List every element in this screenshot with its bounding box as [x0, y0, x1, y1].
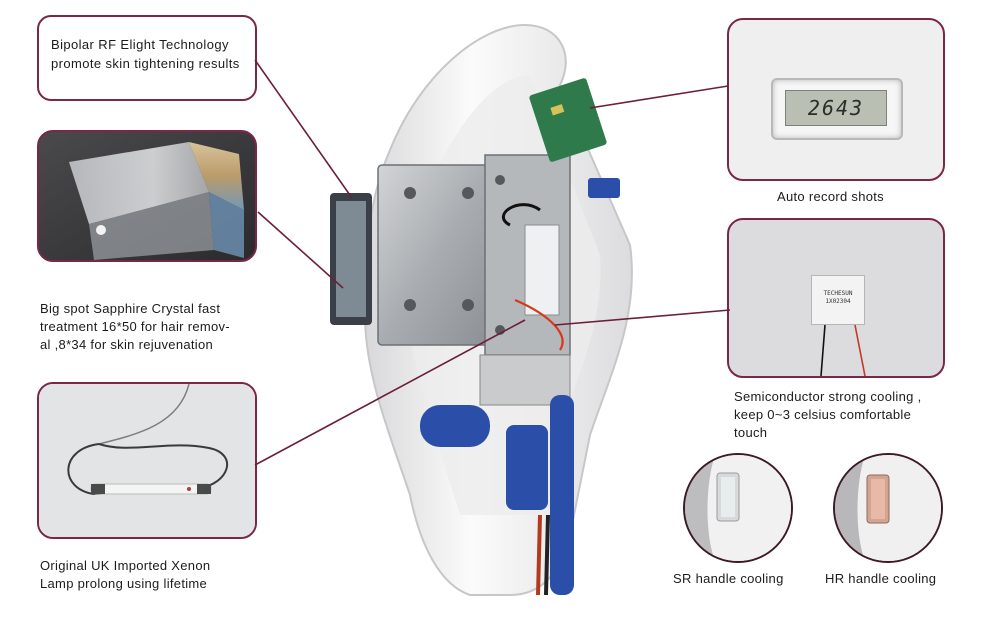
rf-callout-line1: Bipolar RF Elight Technology	[51, 37, 229, 52]
sapphire-caption-line2: treatment 16*50 for hair remov-	[40, 319, 230, 334]
handpiece-interior-photo	[310, 15, 650, 605]
xenon-caption-line2: Lamp prolong using lifetime	[40, 576, 208, 591]
shot-counter-photo: 2643	[727, 18, 945, 181]
cooling-caption: Semiconductor strong cooling , keep 0~3 …	[734, 388, 921, 442]
counter-lcd: 2643	[785, 90, 887, 126]
chip-label-line2: 1X02304	[825, 298, 851, 305]
sapphire-caption: Big spot Sapphire Crystal fast treatment…	[40, 300, 230, 354]
rf-technology-callout: Bipolar RF Elight Technology promote ski…	[37, 15, 257, 101]
chip-wire-black	[820, 324, 826, 376]
rf-callout-text: Bipolar RF Elight Technology promote ski…	[51, 35, 240, 73]
xenon-caption-line1: Original UK Imported Xenon	[40, 558, 211, 573]
xenon-lamp-photo	[37, 382, 257, 539]
cooling-caption-line3: touch	[734, 425, 768, 440]
sapphire-caption-line1: Big spot Sapphire Crystal fast	[40, 301, 221, 316]
sr-handle-photo	[683, 453, 793, 563]
counter-caption: Auto record shots	[777, 189, 884, 204]
chip-wire-red	[854, 324, 866, 376]
sapphire-caption-line3: al ,8*34 for skin rejuvenation	[40, 337, 214, 352]
sr-caption: SR handle cooling	[673, 571, 784, 586]
xenon-caption: Original UK Imported Xenon Lamp prolong …	[40, 557, 210, 593]
hr-handle-photo	[833, 453, 943, 563]
sapphire-crystal-photo	[37, 130, 257, 262]
chip-label-line1: TECHESUN	[823, 290, 853, 297]
peltier-chip: TECHESUN 1X02304	[811, 275, 865, 325]
rf-callout-line2: promote skin tightening results	[51, 56, 240, 71]
cooling-caption-line1: Semiconductor strong cooling ,	[734, 389, 922, 404]
counter-bezel: 2643	[771, 78, 903, 140]
hr-caption: HR handle cooling	[825, 571, 937, 586]
semiconductor-chip-photo: TECHESUN 1X02304	[727, 218, 945, 378]
cooling-caption-line2: keep 0~3 celsius comfortable	[734, 407, 912, 422]
counter-value: 2643	[807, 96, 865, 120]
